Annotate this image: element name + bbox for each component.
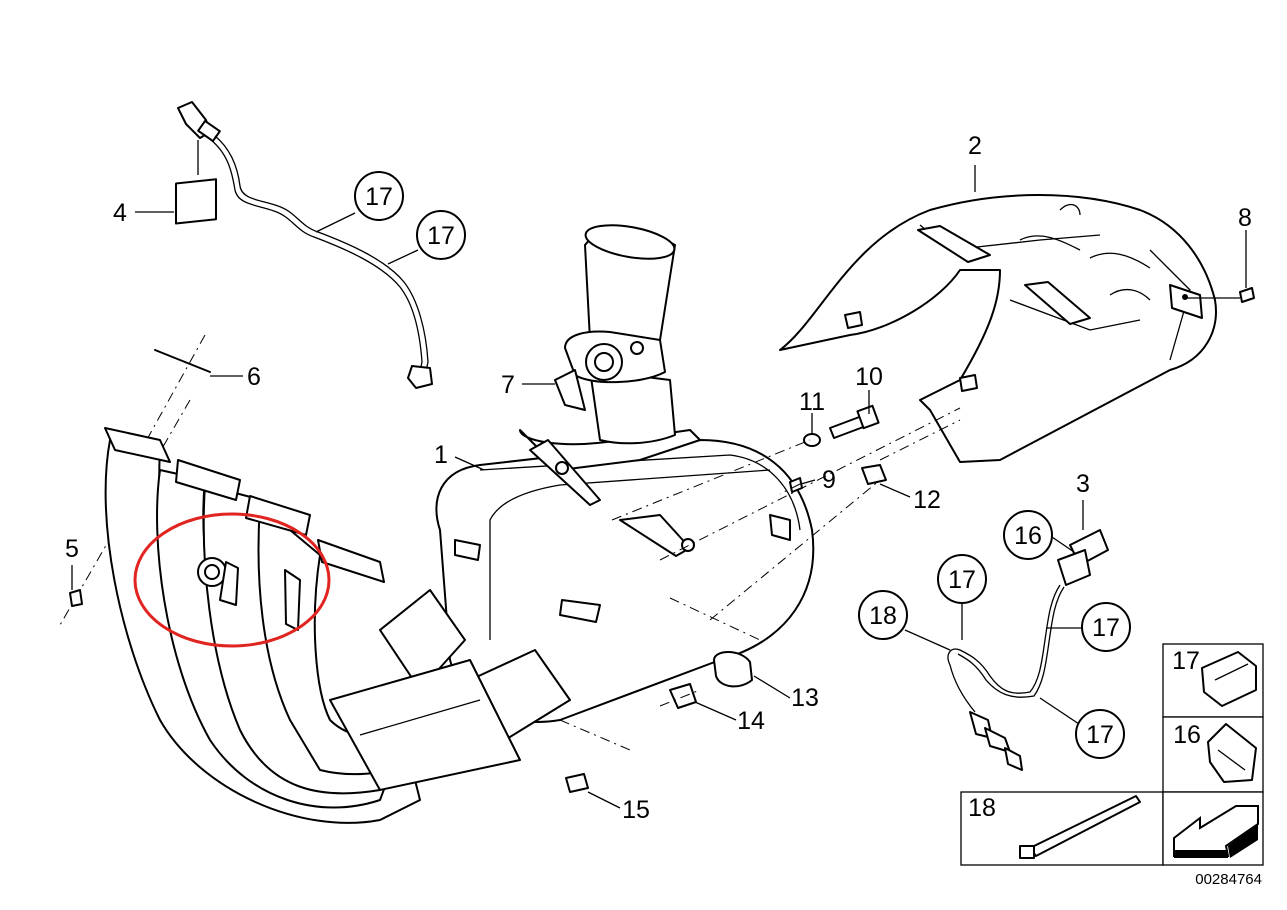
nut-item-5 bbox=[69, 589, 83, 607]
svg-text:17: 17 bbox=[1086, 721, 1114, 749]
pad-item-15 bbox=[565, 773, 589, 793]
callout-18: 18 bbox=[858, 590, 908, 640]
svg-text:17: 17 bbox=[1172, 647, 1200, 675]
legend-arrow-box bbox=[1162, 791, 1264, 866]
screw-item-8 bbox=[1239, 287, 1255, 303]
callout-17-middle: 17 bbox=[937, 554, 987, 604]
label-1: 1 bbox=[434, 441, 448, 469]
callout-17-bottom: 17 bbox=[1075, 709, 1125, 759]
svg-text:17: 17 bbox=[427, 222, 455, 250]
callout-17-upper-right: 17 bbox=[416, 210, 466, 260]
label-3: 3 bbox=[1076, 470, 1090, 498]
rubber-mount-item-13 bbox=[713, 651, 753, 688]
leader-lines bbox=[71, 140, 1247, 809]
label-14: 14 bbox=[737, 707, 765, 735]
clip-item-12 bbox=[861, 464, 887, 485]
svg-text:16: 16 bbox=[1014, 522, 1042, 550]
label-6: 6 bbox=[247, 363, 261, 391]
oxygen-sensor-lower bbox=[947, 529, 1109, 771]
legend-box-17: 17 bbox=[1162, 643, 1264, 718]
clip-16-icon bbox=[1207, 723, 1257, 783]
highlight-circle bbox=[133, 512, 331, 648]
label-11: 11 bbox=[799, 388, 825, 416]
screw-item-10 bbox=[829, 404, 880, 439]
bushing-item-14 bbox=[669, 683, 697, 709]
clip-17-icon bbox=[1201, 651, 1257, 707]
label-4: 4 bbox=[113, 199, 127, 227]
label-9: 9 bbox=[822, 466, 836, 494]
muffler-body bbox=[329, 429, 815, 791]
legend-box-18: 18 bbox=[960, 791, 1164, 866]
catalog-number: 00284764 bbox=[1195, 871, 1262, 888]
washer-item-11 bbox=[803, 433, 821, 447]
svg-text:17: 17 bbox=[1092, 614, 1120, 642]
label-2: 2 bbox=[968, 132, 982, 160]
legend-box-16: 16 bbox=[1162, 716, 1264, 793]
label-8: 8 bbox=[1238, 204, 1252, 232]
svg-text:17: 17 bbox=[948, 566, 976, 594]
gasket-item-6 bbox=[154, 349, 211, 373]
svg-text:17: 17 bbox=[365, 183, 393, 211]
label-13: 13 bbox=[791, 684, 819, 712]
heat-shield bbox=[779, 194, 1217, 463]
label-12: 12 bbox=[913, 486, 941, 514]
callout-16: 16 bbox=[1003, 510, 1053, 560]
callout-17-right: 17 bbox=[1081, 602, 1131, 652]
svg-text:18: 18 bbox=[968, 794, 996, 822]
svg-text:18: 18 bbox=[869, 602, 897, 630]
svg-text:16: 16 bbox=[1173, 721, 1201, 749]
label-7: 7 bbox=[501, 371, 515, 399]
label-plate-item-4 bbox=[175, 178, 217, 225]
oxygen-sensor-upper bbox=[177, 101, 433, 389]
label-5: 5 bbox=[65, 535, 79, 563]
label-15: 15 bbox=[622, 796, 650, 824]
tailpipe-clamp bbox=[554, 224, 676, 445]
exhaust-headers bbox=[104, 427, 421, 824]
callout-17-top: 17 bbox=[354, 171, 404, 221]
label-10: 10 bbox=[855, 363, 883, 391]
